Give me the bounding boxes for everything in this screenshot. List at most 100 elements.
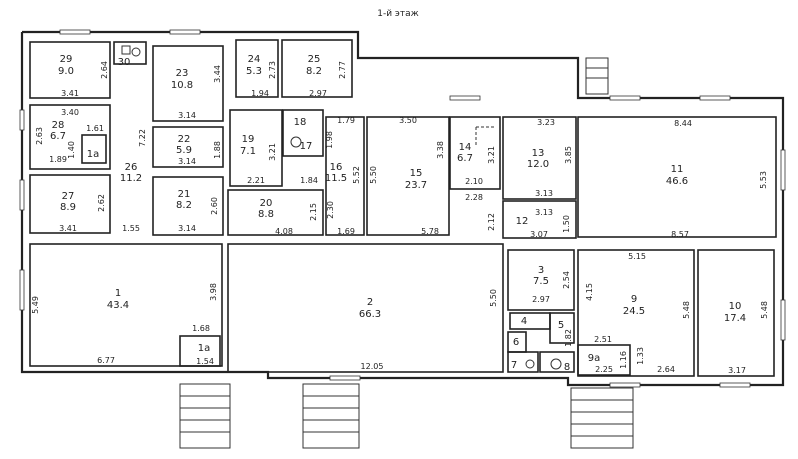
room-area: 8.2 [306,66,322,77]
room-area: 24.5 [623,306,645,317]
dimension: 1.61 [86,124,104,133]
room-number: 5 [558,320,564,331]
dimension: 2.28 [465,193,483,202]
dimension: 7.22 [138,129,147,147]
room-number: 24 [248,54,261,65]
dimension: 3.40 [61,108,79,117]
dimension: 3.13 [535,189,553,198]
room-number: 9а [588,353,601,364]
room-number: 26 [125,162,138,173]
dimension: 5.48 [760,301,769,319]
room-number: 1 [115,288,121,299]
room-area: 46.6 [666,176,688,187]
room-number: 12 [516,216,529,227]
dimension: 1.54 [196,357,214,366]
room-area: 11.2 [120,173,142,184]
room-number: 20 [260,198,273,209]
dimension: 2.10 [465,177,483,186]
dimension: 8.57 [671,230,689,239]
room-number: 1а [87,149,100,160]
dimension: 3.14 [178,111,196,120]
dimension: 1.68 [192,324,210,333]
dimension: 3.21 [268,143,277,161]
dimension: 3.38 [436,141,445,159]
room-area: 9.0 [58,66,74,77]
room-area: 8.9 [60,202,76,213]
dimension: 1.84 [300,176,318,185]
dimension: 1.88 [213,141,222,159]
room-number: 9 [631,294,637,305]
outer-walls [19,29,786,388]
room-area: 5.3 [246,66,262,77]
dimension: 2.73 [268,61,277,79]
room-number: 1а [198,343,211,354]
dimension: 4.08 [275,227,293,236]
room-number: 29 [60,54,73,65]
room-area: 12.0 [527,159,549,170]
dimension: 2.97 [309,89,327,98]
room-number: 18 [294,117,307,128]
room-number: 27 [62,191,75,202]
dimension: 12.05 [361,362,384,371]
room-number: 7 [511,360,517,371]
room-area: 43.4 [107,300,129,311]
inner-walls [29,39,777,377]
dimension: 5.15 [628,252,646,261]
dimension: 2.60 [210,197,219,215]
room-area: 5.9 [176,145,192,156]
room-number: 30 [118,57,131,68]
dimension: 5.49 [31,296,40,314]
dimension: 5.50 [489,289,498,307]
dimension: 3.50 [399,116,417,125]
room-number: 6 [513,337,519,348]
dimension: 3.98 [209,283,218,301]
room-number: 22 [178,134,191,145]
dimension: 1.94 [251,89,269,98]
fixtures [121,45,562,370]
room-number: 13 [532,148,545,159]
room-area: 6.7 [457,153,473,164]
dimension: 8.44 [674,119,692,128]
dimension: 1.33 [636,347,645,365]
dimension: 1.69 [337,227,355,236]
room-number: 3 [538,265,544,276]
dimension: 1.82 [564,329,573,347]
dimension: 5.50 [369,166,378,184]
dimension: 5.48 [682,301,691,319]
dimension: 4.15 [585,283,594,301]
dimension: 1.16 [619,351,628,369]
room-area: 7.1 [240,146,256,157]
room-number: 19 [242,134,255,145]
room-area: 6.7 [50,131,66,142]
dimension: 2.62 [97,194,106,212]
room-number: 15 [410,168,423,179]
room-number: 2 [367,297,373,308]
dimension: 3.21 [487,146,496,164]
dimension: 1.40 [67,141,76,159]
floor-title: 1-й этаж [377,9,419,19]
dimension: 5.52 [352,166,361,184]
dimension: 2.15 [309,203,318,221]
dimension: 3.17 [728,366,746,375]
room-area: 23.7 [405,180,427,191]
dimension: 2.51 [594,335,612,344]
dimension: 3.14 [178,157,196,166]
room-number: 28 [52,120,65,131]
dimension-labels: 2.64 3.41 3.44 2.73 2.77 1.94 2.97 3.40 … [31,61,769,375]
dimension: 1.98 [325,131,334,149]
dimension: 2.63 [35,127,44,145]
dimension: 2.30 [326,201,335,219]
entrance-stairs [179,57,634,449]
room-area: 10.8 [171,80,193,91]
room-area: 11.5 [325,173,347,184]
dimension: 1.55 [122,224,140,233]
room-number: 4 [521,316,527,327]
dimension: 3.07 [530,230,548,239]
dimension: 1.89 [49,155,67,164]
dimension: 2.97 [532,295,550,304]
room-number: 14 [459,142,472,153]
dimension: 2.64 [657,365,675,374]
dimension: 6.77 [97,356,115,365]
room-number: 11 [671,164,684,175]
